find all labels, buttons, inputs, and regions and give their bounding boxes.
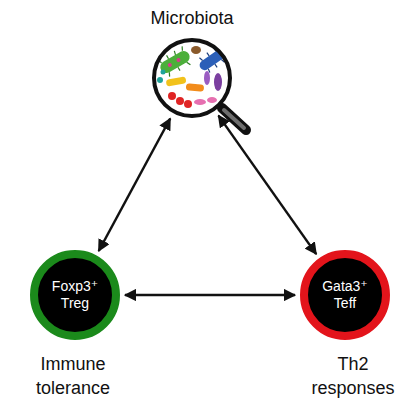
teff-circle: Gata3⁺ TeffTh2 responses [300, 250, 390, 340]
node-caption: Immune tolerance [18, 352, 128, 400]
cell-label: Foxp3⁺ Treg [46, 278, 104, 312]
double-arrow [99, 119, 171, 252]
node-caption: Th2 responses [298, 352, 400, 400]
lens-glass [154, 40, 230, 116]
magnifier-lens: Microbiota [152, 38, 232, 118]
cell-label: Gata3⁺ Teff [316, 278, 374, 312]
double-arrow [219, 116, 317, 255]
handle-shine [224, 110, 244, 128]
bacteria-group [156, 41, 228, 108]
node-heading: Microbiota [96, 6, 288, 30]
treg-circle: Foxp3⁺ TregImmune tolerance [30, 250, 120, 340]
magnifier-handle [222, 108, 246, 130]
double-arrow [125, 294, 295, 297]
